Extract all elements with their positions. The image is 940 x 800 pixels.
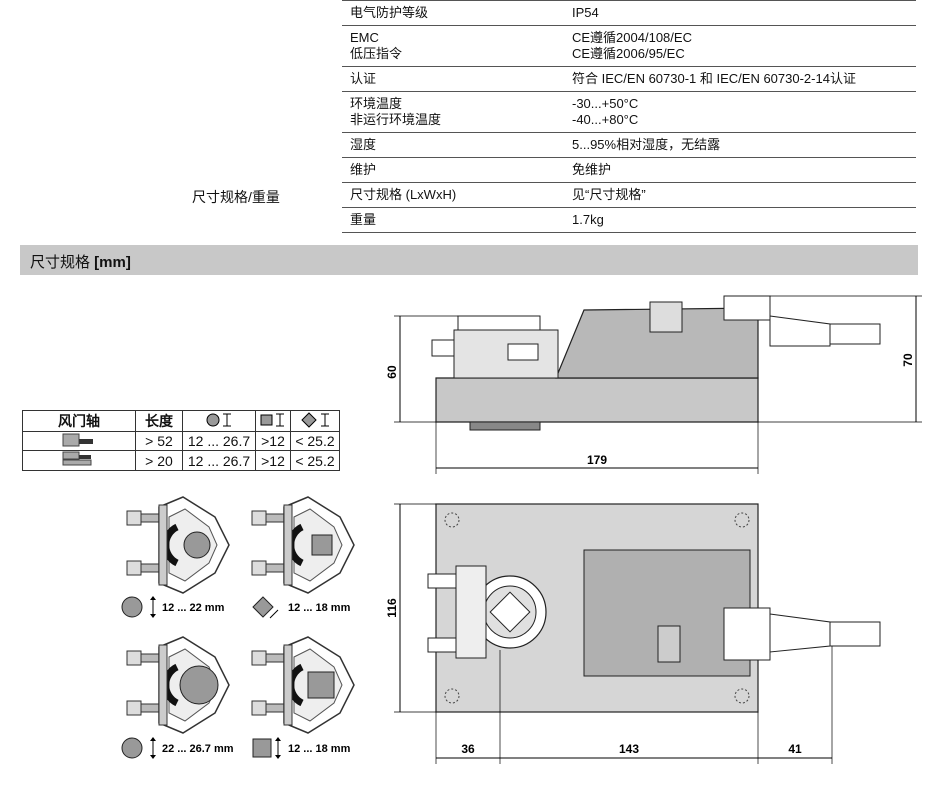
dim-mid-seg: 143 (619, 742, 639, 756)
dim-right-seg: 41 (788, 742, 802, 756)
length-cell: > 52 (135, 431, 183, 451)
spec-key: 重量 (342, 207, 558, 233)
diamond-shaft-icon (301, 411, 329, 428)
spec-key: 尺寸规格 (LxWxH) (342, 182, 558, 208)
shaft-table: 风门轴 长度 > 52 12 ... 26.7 >12 < 25.2 > 20 … (22, 410, 340, 471)
spec-value: 见“尺寸规格” (558, 182, 916, 208)
square-shaft-icon (252, 738, 272, 758)
spec-value: IP54 (558, 0, 916, 26)
spec-key: 维护 (342, 157, 558, 183)
dim-left-seg: 36 (461, 742, 475, 756)
spec-key: 认证 (342, 66, 558, 92)
round-small-icon (121, 596, 143, 618)
dim-height-a: 60 (385, 365, 399, 379)
clamp-illustrations: 12 ... 22 mm 12 ... 18 mm 22 ... 26.7 mm… (121, 490, 360, 759)
square-diamond-label: 12 ... 18 mm (288, 602, 351, 614)
round-large-icon (121, 737, 143, 759)
table-cell: 12 ... 26.7 (182, 431, 256, 451)
spec-value: 符合 IEC/EN 60730-1 和 IEC/EN 60730-2-14认证 (558, 66, 916, 92)
table-cell: < 25.2 (290, 450, 340, 471)
square-label: 12 ... 18 mm (288, 743, 351, 755)
top-view-drawing: 116 36 143 41 (385, 503, 881, 764)
side-label: 尺寸规格/重量 (192, 189, 280, 205)
table-row: 环境温度 非运行环境温度-30...+50°C -40...+80°C (342, 91, 916, 133)
table-row: 尺寸规格 (LxWxH)见“尺寸规格” (342, 182, 916, 208)
spec-key: 电气防护等级 (342, 0, 558, 26)
dim-length: 179 (587, 453, 607, 467)
side-view-drawing: 60 70 179 (385, 295, 922, 474)
square-shaft-icon (260, 413, 284, 426)
section-title: 尺寸规格 [mm] (30, 254, 131, 271)
col-round-icon (182, 410, 256, 432)
diamond-shaft-icon (252, 596, 274, 618)
dim-height-b: 70 (901, 353, 915, 367)
spec-value: 5...95%相对湿度，无结露 (558, 132, 916, 158)
table-cell: 12 ... 26.7 (182, 450, 256, 471)
col-length: 长度 (135, 410, 183, 432)
shaft-length-icon (62, 433, 93, 446)
table-cell: >12 (255, 450, 291, 471)
spec-value: 1.7kg (558, 207, 916, 233)
shaft-length-icon (62, 451, 92, 466)
col-diamond-icon (290, 410, 340, 432)
table-row: > 20 12 ... 26.7 >12 < 25.2 (22, 450, 340, 471)
table-cell: < 25.2 (290, 431, 340, 451)
table-row: 认证符合 IEC/EN 60730-1 和 IEC/EN 60730-2-14认… (342, 66, 916, 92)
round-large-label: 22 ... 26.7 mm (162, 743, 234, 755)
length-cell: > 20 (135, 450, 183, 471)
col-damper-shaft: 风门轴 (22, 410, 136, 432)
spec-key: 环境温度 非运行环境温度 (342, 91, 558, 133)
table-row: > 52 12 ... 26.7 >12 < 25.2 (22, 431, 340, 451)
spec-value: -30...+50°C -40...+80°C (558, 91, 916, 133)
table-cell: >12 (255, 431, 291, 451)
col-square-icon (255, 410, 291, 432)
spec-value: CE遵循2004/108/EC CE遵循2006/95/EC (558, 25, 916, 67)
spec-value: 免维护 (558, 157, 916, 183)
spec-key: EMC 低压指令 (342, 25, 558, 67)
round-small-label: 12 ... 22 mm (162, 602, 225, 614)
dim-width: 116 (385, 598, 399, 618)
round-shaft-icon (206, 413, 231, 426)
table-row: 维护免维护 (342, 157, 916, 183)
section-header: 尺寸规格 [mm] (20, 245, 918, 275)
shaft-icon-short (22, 450, 136, 471)
shaft-icon-long (22, 431, 136, 451)
spec-key: 湿度 (342, 132, 558, 158)
